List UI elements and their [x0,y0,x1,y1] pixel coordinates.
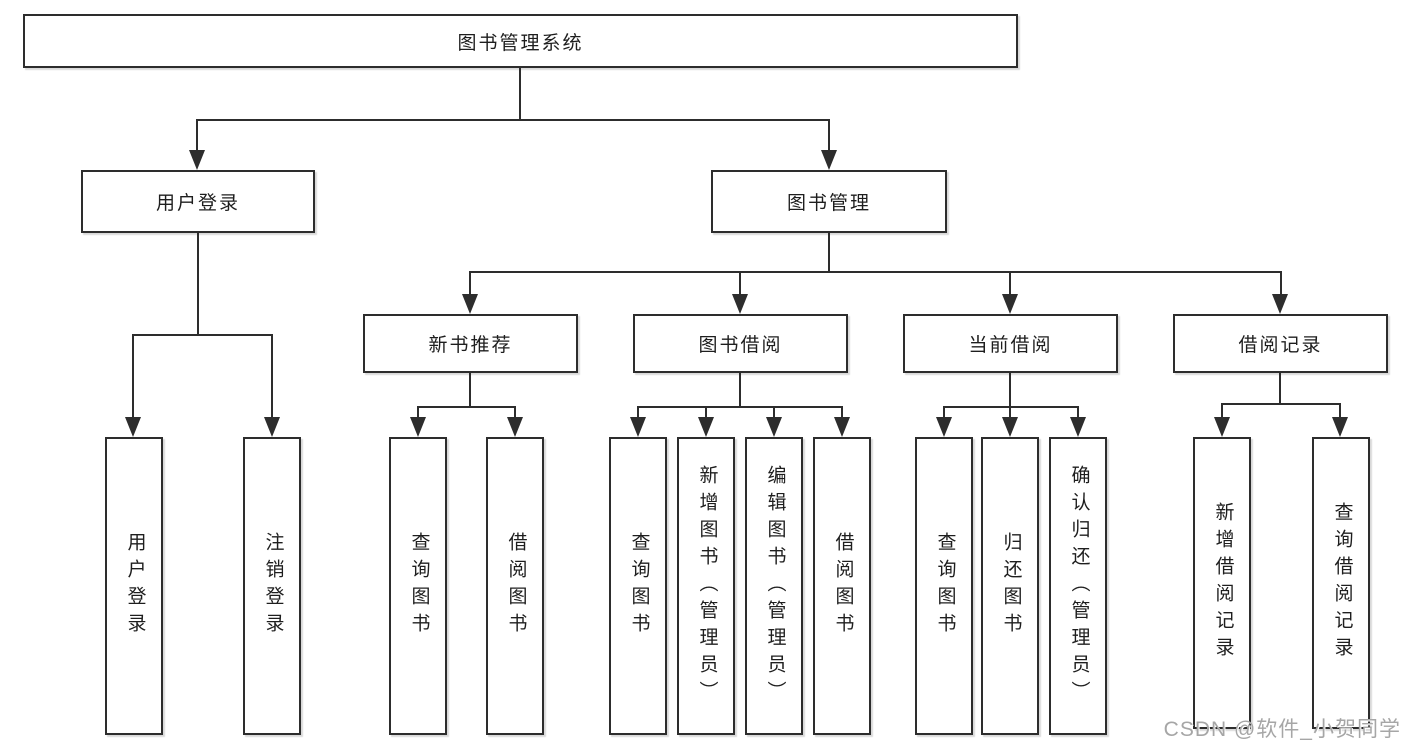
connector-line [417,406,419,420]
connector-line [841,406,843,420]
leaf-add-borrow-record: 新增借阅记录 [1193,437,1251,729]
connector-line [943,406,1079,408]
leaf-label: 用户登录 [124,532,146,640]
node-user-login: 用户登录 [81,170,315,233]
leaf-label: 查询图书 [408,532,430,640]
leaf-borrow-books-2: 借阅图书 [813,437,871,735]
arrow-down-icon [1332,417,1348,437]
leaf-query-books-2: 查询图书 [609,437,667,735]
leaf-label: 新增图书（管理员） [696,464,718,708]
connector-line [773,406,775,420]
arrow-down-icon [189,150,205,170]
leaf-label: 归还图书 [1000,532,1022,640]
leaf-label: 借阅图书 [832,532,854,640]
leaf-user-login: 用户登录 [105,437,163,735]
connector-line [1279,372,1281,405]
leaf-label: 编辑图书（管理员） [764,464,786,708]
leaf-confirm-return-admin: 确认归还（管理员） [1049,437,1107,735]
leaf-borrow-books-1: 借阅图书 [486,437,544,735]
arrow-down-icon [1070,417,1086,437]
arrow-down-icon [264,417,280,437]
arrow-down-icon [1002,294,1018,314]
connector-line [132,334,134,418]
leaf-query-borrow-record: 查询借阅记录 [1312,437,1370,729]
connector-line [739,372,741,408]
leaf-return-books: 归还图书 [981,437,1039,735]
connector-line [1009,406,1011,420]
arrow-down-icon [507,417,523,437]
connector-line [196,119,198,153]
arrow-down-icon [766,417,782,437]
node-new-book-recommend: 新书推荐 [363,314,578,373]
leaf-label: 确认归还（管理员） [1068,464,1090,708]
connector-line [469,271,471,297]
arrow-down-icon [410,417,426,437]
arrow-down-icon [834,417,850,437]
watermark: CSDN @软件_小贺同学 [1163,718,1401,741]
connector-line [828,232,830,273]
connector-line [196,119,830,121]
arrow-down-icon [732,294,748,314]
connector-line [132,334,273,336]
connector-line [417,406,516,408]
arrow-down-icon [462,294,478,314]
connector-line [1009,271,1011,297]
connector-line [637,406,639,420]
connector-line [1077,406,1079,420]
node-book-borrow: 图书借阅 [633,314,848,373]
connector-line [1009,372,1011,408]
arrow-down-icon [821,150,837,170]
arrow-down-icon [1214,417,1230,437]
connector-line [469,372,471,408]
connector-line [637,406,843,408]
node-book-management: 图书管理 [711,170,947,233]
connector-line [739,271,741,297]
arrow-down-icon [1002,417,1018,437]
connector-line [943,406,945,420]
arrow-down-icon [630,417,646,437]
arrow-down-icon [936,417,952,437]
arrow-down-icon [1272,294,1288,314]
connector-line [705,406,707,420]
node-root: 图书管理系统 [23,14,1018,68]
connector-line [1280,271,1282,297]
connector-line [1339,403,1341,418]
arrow-down-icon [125,417,141,437]
node-current-borrow: 当前借阅 [903,314,1118,373]
leaf-label: 查询借阅记录 [1331,502,1353,664]
leaf-query-books-1: 查询图书 [389,437,447,735]
leaf-logout: 注销登录 [243,437,301,735]
connector-line [828,119,830,153]
leaf-label: 查询图书 [934,532,956,640]
leaf-query-books-3: 查询图书 [915,437,973,735]
leaf-label: 查询图书 [628,532,650,640]
connector-line [1221,403,1341,405]
leaf-edit-book-admin: 编辑图书（管理员） [745,437,803,735]
arrow-down-icon [698,417,714,437]
leaf-add-book-admin: 新增图书（管理员） [677,437,735,735]
connector-line [1221,403,1223,418]
connector-line [514,406,516,420]
connector-line [519,67,521,120]
connector-line [271,334,273,418]
leaf-label: 借阅图书 [505,532,527,640]
node-borrow-records: 借阅记录 [1173,314,1388,373]
leaf-label: 注销登录 [262,532,284,640]
connector-line [469,271,1282,273]
connector-line [197,232,199,336]
leaf-label: 新增借阅记录 [1212,502,1234,664]
